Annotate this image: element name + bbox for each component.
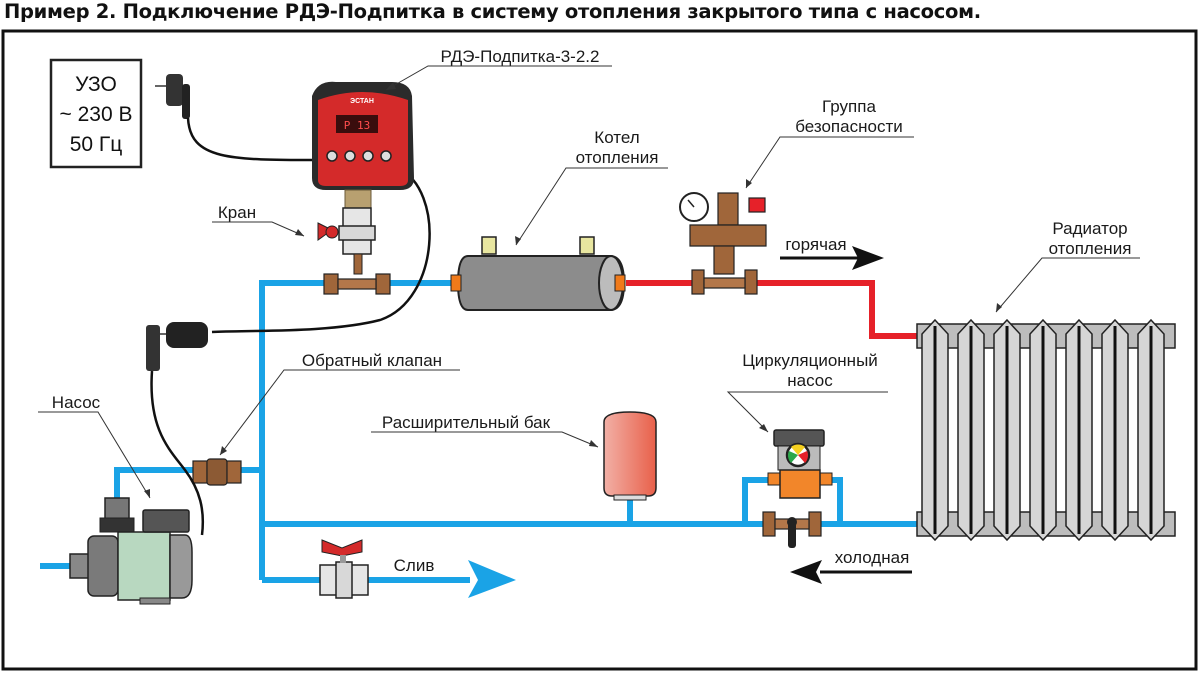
label-safety-line1: Группа [822,97,876,116]
pump-power-cable [150,370,205,536]
pump-cable [211,166,431,334]
label-controller: РДЭ-Подпитка-3-2.2 [441,47,600,66]
label-circ-pump-line2: насос [787,371,833,390]
diagram-title: Пример 2. Подключение РДЭ-Подпитка в сис… [4,0,981,23]
tee-fitting [323,273,391,295]
label-radiator-line1: Радиатор [1052,219,1127,238]
hot-pipes [626,280,920,339]
controller-brand: ЭСТАН [350,98,374,105]
label-expansion-tank: Расширительный бак [382,413,551,432]
label-radiator-line2: отопления [1049,239,1132,258]
controller-display [336,115,378,133]
leader-lines [38,65,1140,499]
hot-supply-pipe [626,280,920,339]
drain-valve [319,539,369,599]
return-ball-valve [762,511,822,548]
power-plug-icon [155,74,190,119]
label-check-valve: Обратный клапан [302,351,442,370]
controller-button-down[interactable] [344,150,356,162]
controller-button-4[interactable] [380,150,392,162]
safety-group [679,192,767,295]
label-hot: горячая [785,235,846,254]
controller-button-up[interactable] [362,150,374,162]
boiler [450,236,626,311]
label-circ-pump-line1: Циркуляционный [742,351,878,370]
diagram-frame [1,29,1198,671]
pump-plug-icon [146,322,208,371]
controller-display-value: P 13 [344,119,371,132]
label-pump: Насос [52,393,101,412]
leader-arrowheads [144,82,1002,498]
pump [69,497,193,605]
label-boiler-line2: отопления [576,148,659,167]
main-cold-riser-pipe [259,280,460,580]
power-cable [186,117,319,162]
expansion-tank [603,411,657,501]
cold-flow-arrow [790,560,912,584]
power-box-line2: ~ 230 В [60,103,133,126]
controller-button-1[interactable] [326,150,338,162]
label-cold: холодная [835,548,910,567]
label-valve: Кран [218,203,256,222]
label-boiler-line1: Котел [594,128,639,147]
label-safety-line2: безопасности [795,117,902,136]
check-valve [192,458,242,486]
power-box-line1: УЗО [75,73,117,96]
ball-valve [317,207,376,275]
power-box: УЗО ~ 230 В 50 Гц [49,58,143,169]
drain-arrow-icon [468,560,516,598]
circulation-pump [767,429,833,499]
label-drain: Слив [394,556,435,575]
power-box-line3: 50 Гц [70,133,123,156]
hot-flow-arrow [780,246,884,270]
radiator [916,318,1176,542]
pressure-controller: ЭСТАН P 13 [312,81,414,209]
